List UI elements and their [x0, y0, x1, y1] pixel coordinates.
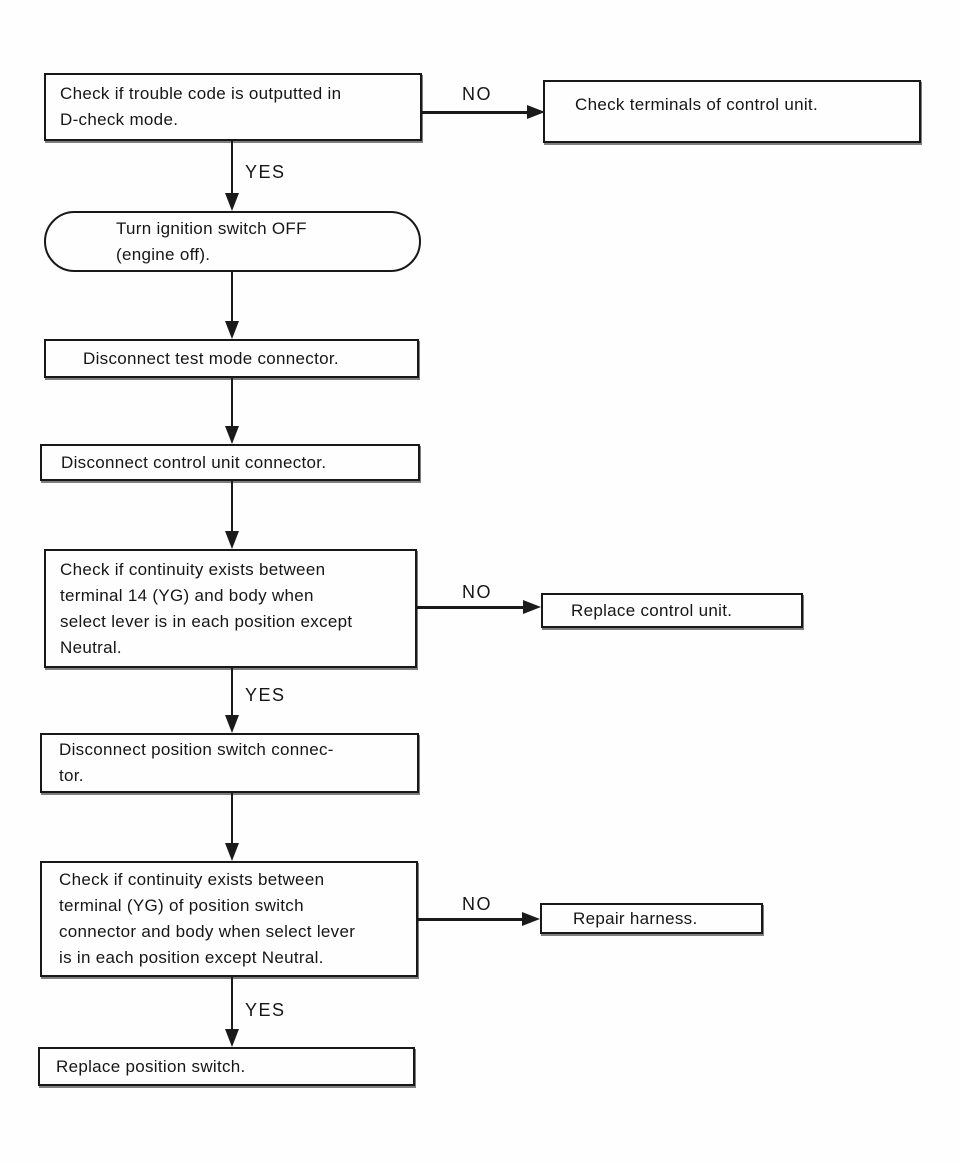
- node-text: Check if continuity exists between termi…: [59, 870, 356, 967]
- edge-line-trouble-code-to-ignition-off: [231, 141, 233, 193]
- node-disconnect-test-mode-connector: Disconnect test mode connector.: [44, 339, 419, 378]
- edge-line-control-unit-to-continuity-14: [231, 481, 233, 531]
- edge-label-yes-3: YES: [245, 1000, 286, 1020]
- node-text: Check if continuity exists between termi…: [60, 559, 353, 657]
- node-text: Repair harness.: [573, 908, 698, 928]
- node-text: Turn ignition switch OFF (engine off).: [116, 218, 307, 264]
- edge-line-continuity-yg-to-replace-position-switch: [231, 977, 233, 1029]
- arrow-right-icon: [527, 105, 545, 119]
- edge-label-no-3: NO: [462, 894, 492, 914]
- node-replace-position-switch: Replace position switch.: [38, 1047, 415, 1086]
- node-replace-control-unit: Replace control unit.: [541, 593, 803, 628]
- edge-line-test-mode-to-control-unit: [231, 378, 233, 426]
- edge-label-no-2: NO: [462, 582, 492, 602]
- arrow-right-icon: [523, 600, 541, 614]
- node-check-continuity-terminal-14: Check if continuity exists between termi…: [44, 549, 417, 668]
- edge-line-trouble-code-to-check-terminals: [422, 111, 527, 114]
- arrow-down-icon: [225, 193, 239, 211]
- node-disconnect-position-switch-connector: Disconnect position switch connec- tor.: [40, 733, 419, 793]
- edge-label-yes-2: YES: [245, 685, 286, 705]
- node-repair-harness: Repair harness.: [540, 903, 763, 934]
- node-text: Replace control unit.: [571, 600, 733, 620]
- arrow-down-icon: [225, 1029, 239, 1047]
- arrow-down-icon: [225, 715, 239, 733]
- edge-line-position-switch-to-continuity-yg: [231, 793, 233, 843]
- node-text: Disconnect test mode connector.: [83, 348, 339, 368]
- node-turn-ignition-switch-off: Turn ignition switch OFF (engine off).: [44, 211, 421, 272]
- arrow-down-icon: [225, 843, 239, 861]
- arrow-right-icon: [522, 912, 540, 926]
- edge-label-no-1: NO: [462, 84, 492, 104]
- node-text: Disconnect position switch connec- tor.: [59, 740, 334, 785]
- edge-label-yes-1: YES: [245, 162, 286, 182]
- arrow-down-icon: [225, 321, 239, 339]
- arrow-down-icon: [225, 426, 239, 444]
- node-text: Check terminals of control unit.: [575, 95, 818, 114]
- node-text: Disconnect control unit connector.: [61, 452, 327, 472]
- node-disconnect-control-unit-connector: Disconnect control unit connector.: [40, 444, 420, 481]
- edge-line-ignition-off-to-test-mode: [231, 272, 233, 321]
- arrow-down-icon: [225, 531, 239, 549]
- edge-line-continuity-14-to-replace-control-unit: [417, 606, 523, 609]
- edge-line-continuity-14-to-position-switch: [231, 668, 233, 715]
- node-text: Replace position switch.: [56, 1056, 246, 1076]
- node-check-trouble-code: Check if trouble code is outputted in D-…: [44, 73, 422, 141]
- node-check-terminals-of-control-unit: Check terminals of control unit.: [543, 80, 921, 143]
- node-text: Check if trouble code is outputted in D-…: [60, 84, 342, 129]
- edge-line-continuity-yg-to-repair-harness: [418, 918, 522, 921]
- node-check-continuity-terminal-yg: Check if continuity exists between termi…: [40, 861, 418, 977]
